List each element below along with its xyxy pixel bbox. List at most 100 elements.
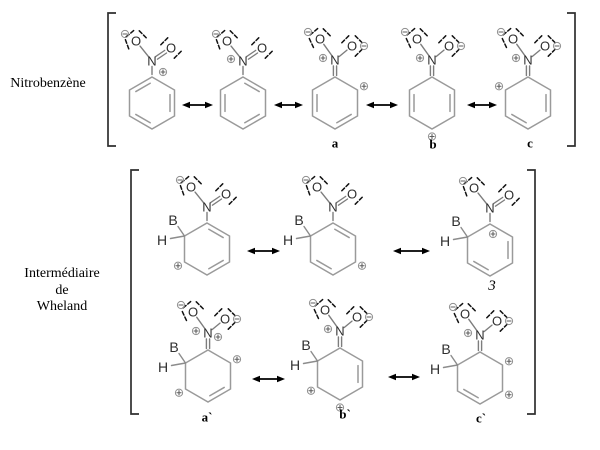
c-h-bond [442,364,459,369]
lone-pair-dash [316,314,320,320]
n-o-right-bond [343,320,353,329]
arrow-head-right [295,101,303,109]
nitrobenzene-section-label: Nitrobenzène [10,76,86,91]
ring-plus-charge [488,229,498,239]
arrow-head-right [390,101,398,109]
nitrogen-plus-charge [318,53,328,63]
double-bond-inner [316,259,332,270]
ring-plus-charge [427,132,437,141]
lone-pair-dash [455,48,460,53]
hydrogen-atom: H [283,232,293,248]
oxygen-minus-charge [364,312,374,322]
lone-pair-dash [308,37,312,43]
lone-pair-dash [511,201,516,206]
n-o-double-bond [492,196,504,205]
lone-pair-dash [410,27,416,32]
arrow-head-left [182,101,190,109]
n-o-right-bond [435,49,445,58]
ring-plus-charge [504,390,514,399]
lone-pair-dash [217,44,221,50]
lone-pair-dash [503,323,508,328]
right-bracket [527,169,536,415]
oxygen-minus-charge [504,316,514,326]
lone-pair-dash [184,175,190,180]
benzene-ring [219,76,267,130]
lone-pair-dash [423,32,428,37]
lone-pair-dash [480,181,485,186]
resonance-arrow [274,101,303,109]
wheland-section-label-line3: Wheland [36,299,88,314]
lone-pair-dash [358,196,363,201]
nitrogen-atom: N [335,324,344,339]
oxygen-minus-charge [175,175,185,185]
lone-pair-dash [197,180,202,185]
oxygen-minus-charge [458,176,468,186]
n-o-right-bond [338,49,348,58]
double-bond-inner [135,113,151,124]
lone-pair-dash [359,323,364,328]
c-b-bond [177,225,186,237]
nitrogen-plus-charge [415,53,425,63]
lone-pair-dash [220,29,226,34]
n-o-double-bond [209,195,221,204]
lone-pair-dash [451,35,456,40]
c-h-bond [295,235,312,240]
nitrogen-atom: N [330,53,339,68]
lone-pair-dash [453,312,457,318]
lone-pair-dash [219,183,224,188]
hydrogen-atom: H [290,357,300,373]
arrow-head-left [388,373,396,381]
oxygen-atom-right: O [347,39,357,54]
lone-pair-dash [214,312,219,317]
arrow-head-left [247,247,255,255]
arrow-head-left [274,101,282,109]
oxygen-minus-charge [301,175,311,185]
lone-pair-dash [458,302,464,307]
nitrogen-atom: N [147,54,156,69]
base-atom: B [294,212,303,228]
lone-pair-dash [233,34,238,39]
lone-pair-dash [438,39,443,44]
lone-pair-dash [467,303,472,308]
lone-pair-dash [195,301,200,306]
left-bracket [107,12,116,147]
lone-pair-dash [193,176,198,181]
oxygen-minus-charge [400,27,410,37]
lone-pair-dash [490,310,495,315]
lone-pair-dash [164,37,169,42]
c-b-bond [178,352,187,364]
nitrogen-plus-charge [226,54,236,64]
lone-pair-dash [515,197,520,202]
lone-pair-dash [547,52,552,57]
lone-pair-dash [232,196,237,201]
lone-pair-dash [405,37,409,43]
oxygen-atom-right: O [220,312,230,327]
lone-pair-dash [502,184,507,189]
lone-pair-dash [255,37,260,42]
oxygen-atom-left: O [186,180,196,195]
base-atom: B [168,212,177,228]
benzene-ring [184,349,232,403]
oxygen-atom-right: O [257,41,267,56]
lone-pair-dash [499,310,504,315]
lone-pair-dash [551,39,556,44]
lone-pair-dash [345,35,350,40]
nitrogen-atom: N [202,200,211,215]
resonance-arrow [467,101,497,109]
lone-pair-dash [359,306,364,311]
nitrogen-atom: N [485,201,494,216]
lone-pair-dash [326,32,331,37]
oxygen-atom-left: O [315,32,325,47]
wheland-section-label: Intermédiaire de Wheland [10,266,114,316]
nitrogen-atom: N [203,326,212,341]
oxygen-atom-right: O [166,41,176,56]
hydrogen-atom: H [158,359,168,375]
double-bond-inner [336,113,352,124]
lone-pair-dash [251,41,256,46]
n-o-double-bond [154,49,166,58]
c-h-bond [169,235,186,240]
